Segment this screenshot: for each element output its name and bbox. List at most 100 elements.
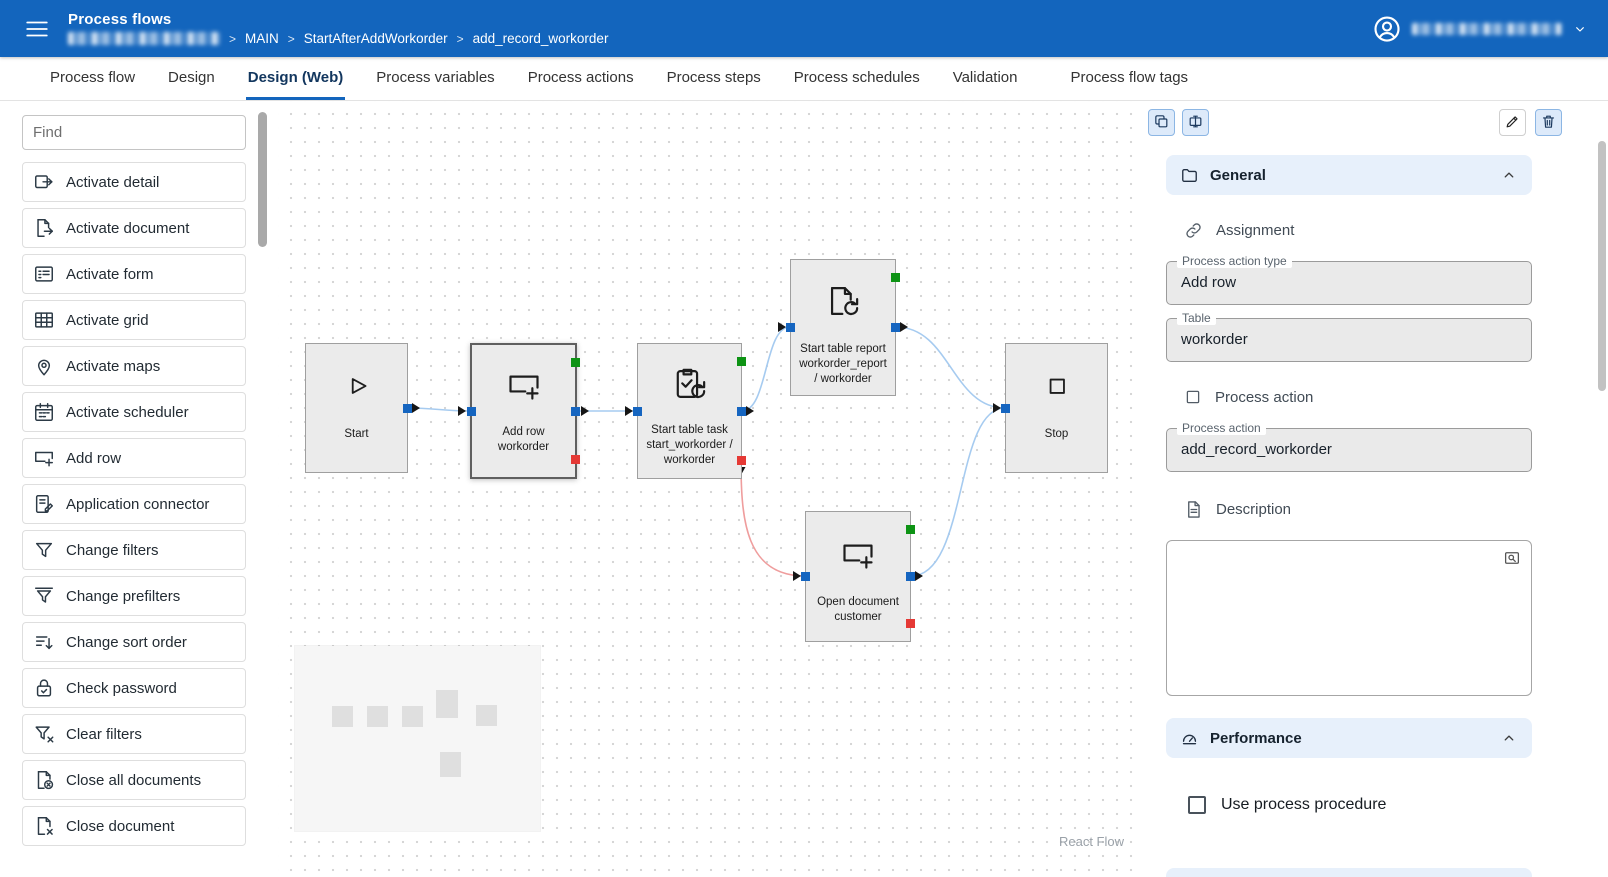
section-next-partial[interactable] [1166,868,1532,877]
node-handle-blue[interactable] [891,323,900,332]
palette-item-label: Change prefilters [66,587,181,605]
palette-item-change-filters[interactable]: Change filters [22,530,246,570]
breadcrumb-item-startafteraddworkorder[interactable]: StartAfterAddWorkorder [303,31,448,46]
palette-item-label: Close all documents [66,771,202,789]
flow-node-start[interactable]: Start [305,343,412,473]
node-handle-blue[interactable] [906,572,915,581]
breadcrumb-workspace-redacted[interactable] [68,32,220,45]
palette-item-close-document[interactable]: Close document [22,806,246,846]
palette-item-activate-scheduler[interactable]: Activate scheduler [22,392,246,432]
use-process-procedure-checkbox[interactable]: Use process procedure [1166,794,1532,816]
flow-edge-report-to-stop[interactable] [895,326,1006,409]
node-handle-red[interactable] [906,619,915,628]
flow-node-start-table-task[interactable]: Start table task start_workorder / worko… [633,343,746,479]
tab-process-steps[interactable]: Process steps [665,57,763,100]
node-handle-blue[interactable] [633,406,642,416]
flow-edge-opendoc-to-stop[interactable] [910,407,1006,577]
section-performance-title: Performance [1210,729,1302,747]
node-handle-green[interactable] [891,273,900,282]
description-header-label: Description [1216,500,1292,518]
table-task-icon [672,344,708,423]
edge-arrow-icon [581,406,589,416]
tab-design[interactable]: Design [166,57,217,100]
panel-scrollbar-thumb[interactable] [1598,141,1606,391]
process-action-type-field[interactable]: Process action type Add row [1166,254,1532,305]
node-handle-green[interactable] [571,358,580,367]
description-header: Description [1166,498,1532,520]
palette-item-label: Check password [66,679,177,697]
node-handle-red[interactable] [571,455,580,464]
palette-item-label: Change filters [66,541,159,559]
copy-icon [1153,113,1170,133]
table-field[interactable]: Table workorder [1166,311,1532,362]
edge-arrow-icon [993,403,1001,413]
breadcrumb-item-main[interactable]: MAIN [245,31,279,46]
flow-node-open-document-customer[interactable]: Open document customer [801,511,915,642]
tab-process-actions[interactable]: Process actions [526,57,636,100]
palette-item-activate-document[interactable]: Activate document [22,208,246,248]
palette-scrollbar-thumb[interactable] [258,112,267,247]
edit-button[interactable] [1499,109,1526,136]
tab-process-variables[interactable]: Process variables [374,57,496,100]
palette-item-add-row[interactable]: Add row [22,438,246,478]
user-menu[interactable] [1372,14,1588,44]
paste-icon [1187,113,1204,133]
activate-document-icon [33,217,55,239]
node-handle-blue[interactable] [403,403,412,413]
node-handle-blue[interactable] [467,406,476,416]
node-handle-green[interactable] [737,357,746,366]
node-handle-blue[interactable] [786,323,795,332]
palette-item-change-prefilters[interactable]: Change prefilters [22,576,246,616]
table-value: workorder [1181,331,1248,348]
flow-edge-task-to-report[interactable] [741,326,791,412]
menu-icon[interactable] [20,12,54,46]
use-process-procedure-label: Use process procedure [1221,796,1387,813]
change-filters-icon [33,539,55,561]
flow-node-add-row-workorder[interactable]: Add row workorder [467,343,580,479]
node-handle-red[interactable] [737,456,746,465]
flow-node-start-table-report[interactable]: Start table report workorder_report / wo… [786,259,900,396]
tab-validation[interactable]: Validation [951,57,1020,100]
palette-item-label: Add row [66,449,122,467]
tab-process-flow-tags[interactable]: Process flow tags [1068,57,1190,100]
node-handle-blue[interactable] [801,572,810,581]
palette-item-check-password[interactable]: Check password [22,668,246,708]
minimap-node [476,705,497,726]
palette-item-label: Activate maps [66,357,161,375]
description-textarea[interactable] [1166,540,1532,696]
palette-item-clear-filters[interactable]: Clear filters [22,714,246,754]
tab-process-flow[interactable]: Process flow [48,57,137,100]
play-icon [342,344,372,427]
palette-item-close-all-documents[interactable]: Close all documents [22,760,246,800]
breadcrumb-item-add-record-workorder[interactable]: add_record_workorder [472,31,609,46]
node-label: Start table report workorder_report / wo… [799,343,887,386]
palette-item-activate-grid[interactable]: Activate grid [22,300,246,340]
tab-design-web[interactable]: Design (Web) [245,57,346,100]
delete-button[interactable] [1535,109,1562,136]
palette-item-change-sort-order[interactable]: Change sort order [22,622,246,662]
paste-button[interactable] [1182,109,1209,136]
process-action-field[interactable]: Process action add_record_workorder [1166,421,1532,472]
node-handle-blue[interactable] [737,406,746,416]
section-general-title: General [1210,166,1266,184]
section-performance-header[interactable]: Performance [1166,718,1532,758]
search-input[interactable] [22,115,246,150]
palette-item-activate-form[interactable]: Activate form [22,254,246,294]
header-text: Process flows >MAIN>StartAfterAddWorkord… [68,11,608,46]
flow-edge-task-to-opendoc[interactable] [740,460,806,577]
copy-button[interactable] [1148,109,1175,136]
palette-item-activate-maps[interactable]: Activate maps [22,346,246,386]
tab-process-schedules[interactable]: Process schedules [792,57,922,100]
palette-item-activate-detail[interactable]: Activate detail [22,162,246,202]
assignment-label: Assignment [1216,221,1295,239]
palette-item-application-connector[interactable]: Application connector [22,484,246,524]
properties-panel: General Assignment Process action type A… [1140,101,1608,877]
section-general-header[interactable]: General [1166,155,1532,195]
node-handle-blue[interactable] [1001,403,1010,413]
flow-node-stop[interactable]: Stop [1001,343,1108,473]
node-handle-green[interactable] [906,525,915,534]
node-handle-blue[interactable] [571,406,580,416]
minimap[interactable] [295,646,540,831]
